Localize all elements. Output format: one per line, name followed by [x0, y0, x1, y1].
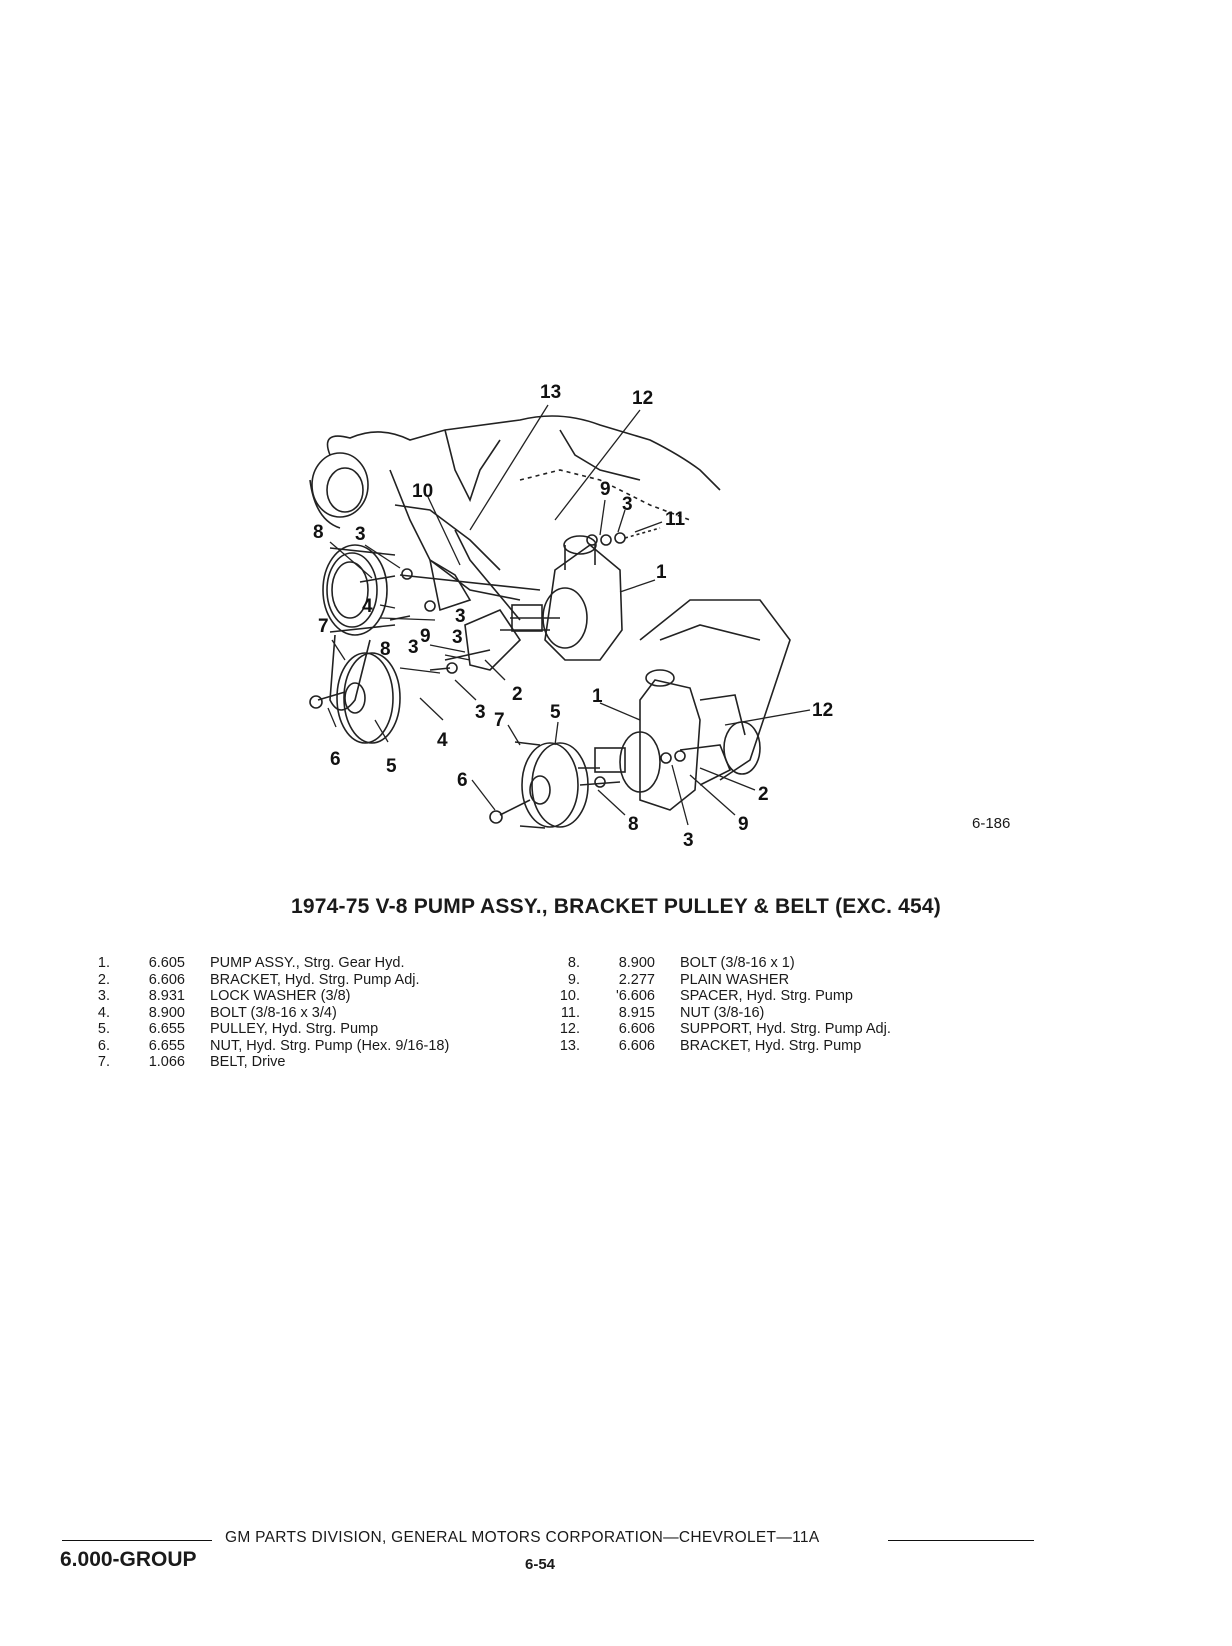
callout-5: 5 [550, 702, 561, 723]
callout-3: 3 [683, 830, 694, 851]
upper-crank-pulley [322, 544, 396, 636]
page-number: 6-54 [525, 1556, 556, 1573]
callout-3: 3 [622, 494, 633, 515]
footer-division: GM PARTS DIVISION, GENERAL MOTORS CORPOR… [225, 1529, 820, 1546]
upper-bracket [428, 558, 522, 671]
callout-8: 8 [628, 814, 639, 835]
callout-7: 7 [494, 710, 505, 731]
callout-4: 4 [437, 730, 448, 751]
callout-3: 3 [355, 524, 366, 545]
callout-6: 6 [457, 770, 468, 791]
footer-rule-right [888, 1540, 1034, 1541]
callout-12: 12 [812, 700, 833, 721]
group-label: 6.000-GROUP [60, 1548, 197, 1571]
callout-3: 3 [475, 702, 486, 723]
callout-8: 8 [313, 522, 324, 543]
callout-9: 9 [600, 479, 611, 500]
lower-pump [578, 669, 701, 811]
callout-2: 2 [512, 684, 523, 705]
callout-3: 3 [452, 627, 463, 648]
callout-labels: 13 12 10 9 3 11 8 3 1 4 3 7 9 3 8 3 2 1 … [313, 382, 833, 851]
callout-10: 10 [412, 481, 433, 502]
leader-lines [327, 404, 811, 826]
callout-3: 3 [408, 637, 419, 658]
callout-7: 7 [318, 616, 329, 637]
callout-8: 8 [380, 639, 391, 660]
callout-3: 3 [455, 606, 466, 627]
callout-11: 11 [665, 509, 686, 530]
callout-1: 1 [656, 562, 667, 583]
callout-6: 6 [330, 749, 341, 770]
upper-belt [329, 574, 541, 711]
lower-fasteners [594, 744, 732, 788]
exploded-parts-diagram: 13 12 10 9 3 11 8 3 1 4 3 7 9 3 8 3 2 1 … [309, 382, 833, 851]
upper-pump [500, 535, 623, 661]
page-title: 1974-75 V-8 PUMP ASSY., BRACKET PULLEY &… [291, 895, 941, 918]
callout-12: 12 [632, 388, 653, 409]
callout-9: 9 [420, 626, 431, 647]
upper-pump-pulley [309, 652, 401, 744]
figure-number: 6-186 [972, 815, 1011, 832]
callout-4: 4 [362, 596, 373, 617]
callout-9: 9 [738, 814, 749, 835]
upper-fasteners [359, 527, 661, 674]
lower-engine-outline [639, 599, 791, 781]
upper-engine-outline [309, 415, 721, 621]
callout-5: 5 [386, 756, 397, 777]
footer-rule-left [62, 1540, 212, 1541]
callout-13: 13 [540, 382, 561, 403]
lower-pump-pulley [489, 741, 589, 829]
callout-1: 1 [592, 686, 603, 707]
callout-2: 2 [758, 784, 769, 805]
